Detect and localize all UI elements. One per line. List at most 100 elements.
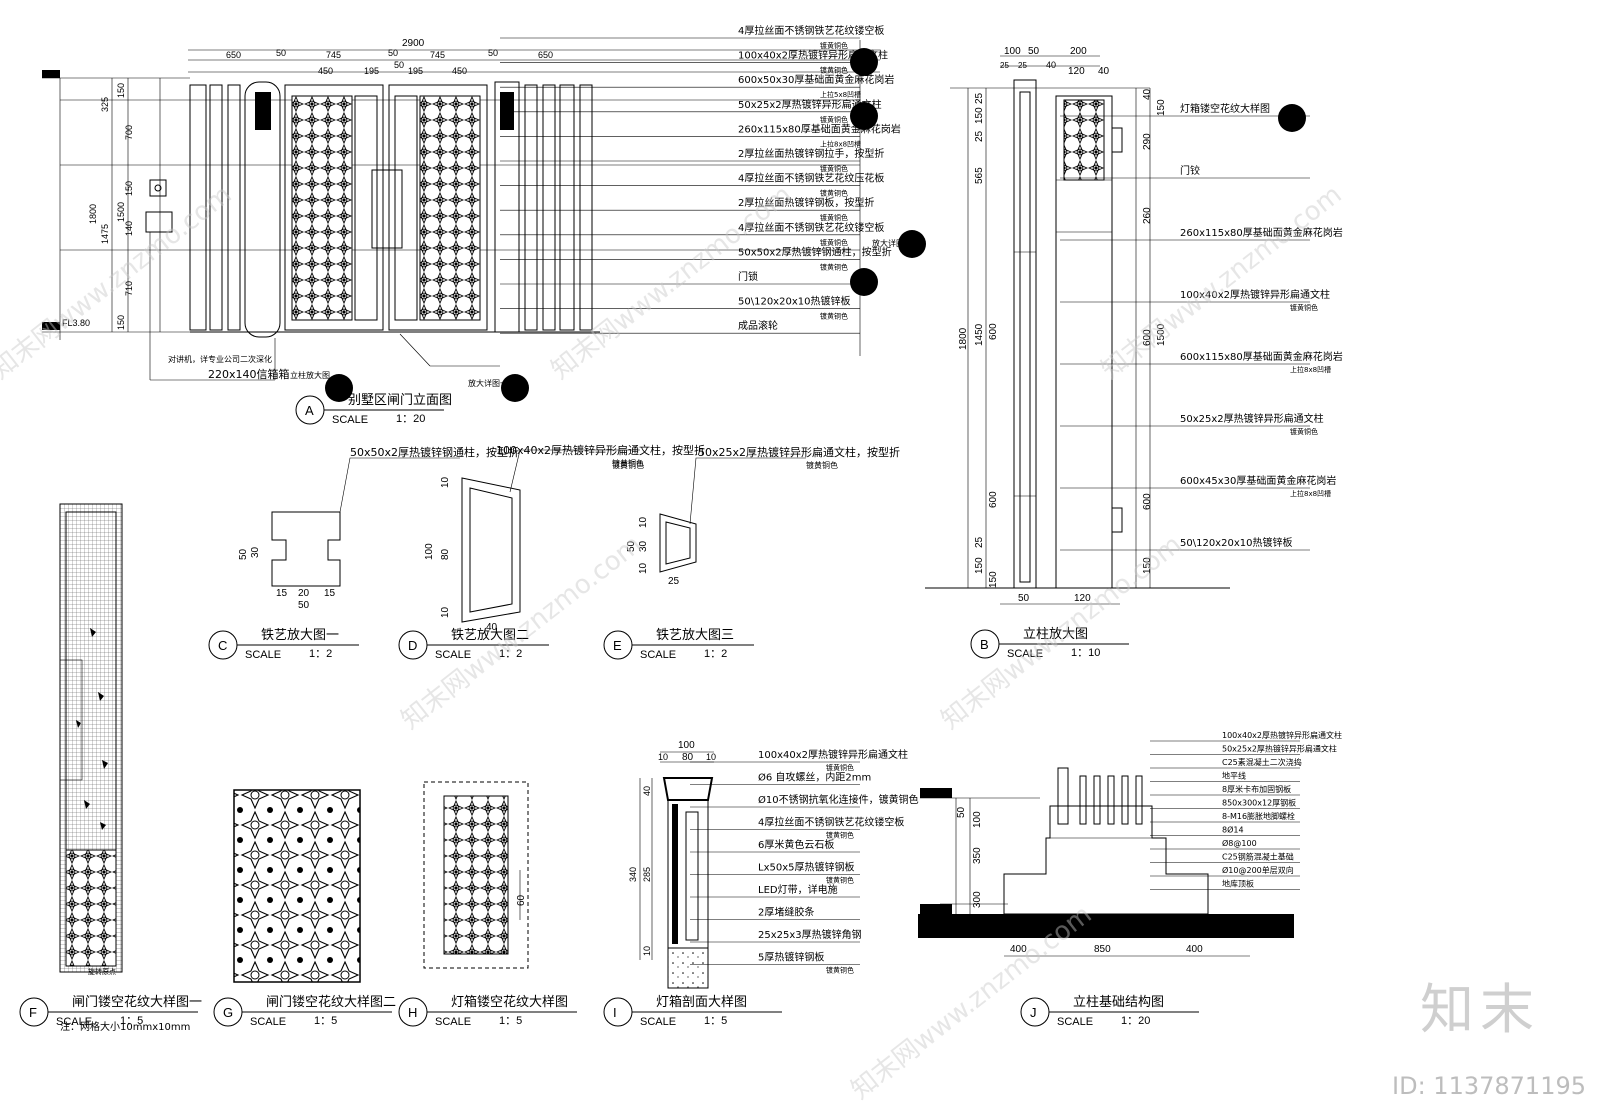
column-callout-label-6: 50x25x2厚热镀锌异形扁通文柱 bbox=[1180, 412, 1324, 425]
dim-A-total: 2900 bbox=[402, 38, 425, 49]
column-callout-label-3: 260x115x80厚基础面黄金麻花岗岩 bbox=[1180, 226, 1343, 239]
dim-B-bottom-2: 120 bbox=[1074, 593, 1091, 604]
lightbox-callout-sub-4: 镀黄铜色 bbox=[826, 831, 854, 840]
dim-D-3: 80 bbox=[440, 548, 451, 560]
gate-callout-label-5: 260x115x80厚基础面黄金麻花岗岩 bbox=[738, 122, 901, 135]
dim-B-left-2: 150 bbox=[974, 107, 985, 124]
dim-B-left-5: 1800 bbox=[958, 327, 969, 350]
column-callouts: 灯箱镂空花纹大样图门铰260x115x80厚基础面黄金麻花岗岩100x40x2厚… bbox=[1060, 102, 1343, 551]
balloon-1 bbox=[850, 48, 878, 76]
intercom-box bbox=[149, 179, 167, 197]
dim-I-top-2: 10 bbox=[658, 752, 668, 762]
dim-B-left-10: 150 bbox=[974, 557, 985, 574]
dim-E-5: 25 bbox=[668, 576, 680, 587]
dim-C-6: 50 bbox=[298, 600, 310, 611]
dim-B-top-5: 25 bbox=[1018, 61, 1027, 70]
foundation-callout-label-8: 8Ø14 bbox=[1222, 825, 1244, 835]
note-mailbox: 220x140信箱箱 bbox=[208, 367, 290, 381]
foundation-posts bbox=[1057, 767, 1143, 825]
balloon-6 bbox=[501, 374, 529, 402]
dim-D-2: 100 bbox=[424, 543, 435, 560]
dim-A-top-3: 745 bbox=[326, 50, 341, 60]
level-A-bottom: FL3.80 bbox=[62, 318, 90, 328]
column-foundation-detail: 50 100 350 300 400 850 400 bbox=[918, 767, 1294, 957]
gate-callout-sub-2: 镀黄铜色 bbox=[820, 66, 848, 75]
view-B-scale-label: SCALE bbox=[1007, 648, 1043, 660]
view-D-scale: 1：2 bbox=[499, 648, 522, 660]
dim-I-top-3: 80 bbox=[682, 752, 694, 763]
dim-A-top-5: 745 bbox=[430, 50, 445, 60]
dim-B-top-6: 40 bbox=[1046, 60, 1056, 70]
dim-I-left-3: 285 bbox=[642, 867, 652, 882]
dim-C-4: 20 bbox=[298, 588, 310, 599]
lightbox-led-strip bbox=[672, 804, 678, 944]
dim-B-top-2: 50 bbox=[1028, 46, 1040, 57]
column-callout-label-1: 灯箱镂空花纹大样图 bbox=[1180, 102, 1270, 115]
gate-callout-sub-9: 镀黄铜色 bbox=[820, 238, 848, 247]
lightbox-callout-label-1: 100x40x2厚热镀锌异形扁通文柱 bbox=[758, 748, 908, 761]
dim-B-left-11: 150 bbox=[988, 571, 999, 588]
view-F-scale: 1：5 bbox=[120, 1015, 143, 1027]
gate-callouts: 4厚拉丝面不锈钢铁艺花纹镂空板镀黄铜色100x40x2厚热镀锌异形扁通文柱镀黄铜… bbox=[500, 24, 901, 334]
dim-A-top-7: 650 bbox=[538, 50, 553, 60]
lightbox-pattern-detail: 60 bbox=[423, 781, 529, 969]
dim-A-left-5: 1475 bbox=[100, 224, 110, 244]
dim-C-2: 30 bbox=[250, 546, 261, 558]
note-intercom: 对讲机，详专业公司二次深化 bbox=[168, 354, 272, 364]
dim-B-right-2: 150 bbox=[1156, 99, 1167, 116]
column-lightbox-pattern bbox=[1063, 99, 1105, 181]
column-callout-label-7: 600x45x30厚基础面黄金麻花岗岩 bbox=[1180, 474, 1336, 487]
iron-detail-two: 100x40x2厚热镀锌异形扁通文柱，按型折 镀黄铜色 10 100 80 10… bbox=[424, 443, 705, 633]
column-callout-label-4: 100x40x2厚热镀锌异形扁通文柱 bbox=[1180, 288, 1330, 301]
dim-D-1: 10 bbox=[440, 476, 451, 488]
dim-B-right-7: 600 bbox=[1142, 493, 1153, 510]
view-A-scale-label: SCALE bbox=[332, 414, 368, 426]
view-J-scale-label: SCALE bbox=[1057, 1016, 1093, 1028]
dim-D-4: 10 bbox=[440, 606, 451, 618]
view-B-letter: B bbox=[980, 637, 989, 652]
view-B-scale: 1：10 bbox=[1071, 647, 1100, 659]
detail-F-note: 注：网格大小10mmx10mm bbox=[60, 1020, 190, 1033]
dim-B-top-1: 100 bbox=[1004, 46, 1021, 57]
detail-F-mark: 旋转原点 bbox=[88, 967, 116, 976]
dim-A-left-4: 1800 bbox=[88, 204, 98, 224]
dim-B-left-3: 25 bbox=[974, 130, 985, 142]
lightbox-section-detail: 100 10 80 10 40 340 285 10 bbox=[628, 740, 716, 989]
dim-B-left-9: 25 bbox=[974, 536, 985, 548]
detail-C-sub: 镀黄铜色 bbox=[612, 460, 644, 470]
gate-callout-label-11: 门锁 bbox=[738, 270, 758, 283]
gate-callout-label-1: 4厚拉丝面不锈钢铁艺花纹镂空板 bbox=[738, 24, 884, 37]
view-J-scale: 1：20 bbox=[1121, 1015, 1150, 1027]
document-id: ID: 1137871195 bbox=[1392, 1072, 1586, 1100]
balloon-4 bbox=[850, 268, 878, 296]
balloon-5 bbox=[325, 374, 353, 402]
lightbox-callout-label-3: Ø10不锈钢抗氧化连接件，镀黄铜色 bbox=[758, 793, 919, 806]
view-I-title: 灯箱剖面大样图 bbox=[656, 994, 747, 1010]
reference-balloons bbox=[325, 48, 1306, 402]
view-H-letter: H bbox=[408, 1005, 417, 1020]
dim-B-right-3: 290 bbox=[1142, 133, 1153, 150]
dim-A-left-2: 150 bbox=[116, 83, 126, 98]
dim-B-right-5: 600 bbox=[1142, 329, 1153, 346]
column-callout-sub-6: 镀黄铜色 bbox=[1290, 427, 1318, 436]
view-A-scale: 1：20 bbox=[396, 413, 425, 425]
gate-callout-sub-5: 上拉8x8凹槽 bbox=[820, 139, 861, 148]
dim-H: 60 bbox=[516, 894, 527, 906]
gate-pattern-detail-one: 旋转原点 注：网格大小10mmx10mm bbox=[59, 503, 190, 1033]
dim-J-left-2: 100 bbox=[972, 811, 983, 828]
gate-callout-label-12: 50\120x20x10热镀锌板 bbox=[738, 295, 850, 308]
iron-detail-three: 50x25x2厚热镀锌异形扁通文柱，按型折 镀黄铜色 10 50 30 10 2… bbox=[626, 445, 900, 587]
dim-A-left-8: 140 bbox=[124, 221, 134, 236]
dim-C-3: 15 bbox=[276, 588, 288, 599]
dim-A-left-9: 710 bbox=[124, 281, 134, 296]
dim-I-left-4: 10 bbox=[642, 946, 652, 956]
foundation-callout-label-5: 8厚米卡布加固钢板 bbox=[1222, 784, 1291, 794]
gate-handle bbox=[371, 169, 403, 249]
dim-C-1: 50 bbox=[238, 548, 249, 560]
gate-leaf-right bbox=[388, 84, 488, 331]
dim-J-bottom-3: 400 bbox=[1186, 944, 1203, 955]
gate-callout-sub-8: 镀黄铜色 bbox=[820, 213, 848, 222]
dim-A-top-1: 650 bbox=[226, 50, 241, 60]
